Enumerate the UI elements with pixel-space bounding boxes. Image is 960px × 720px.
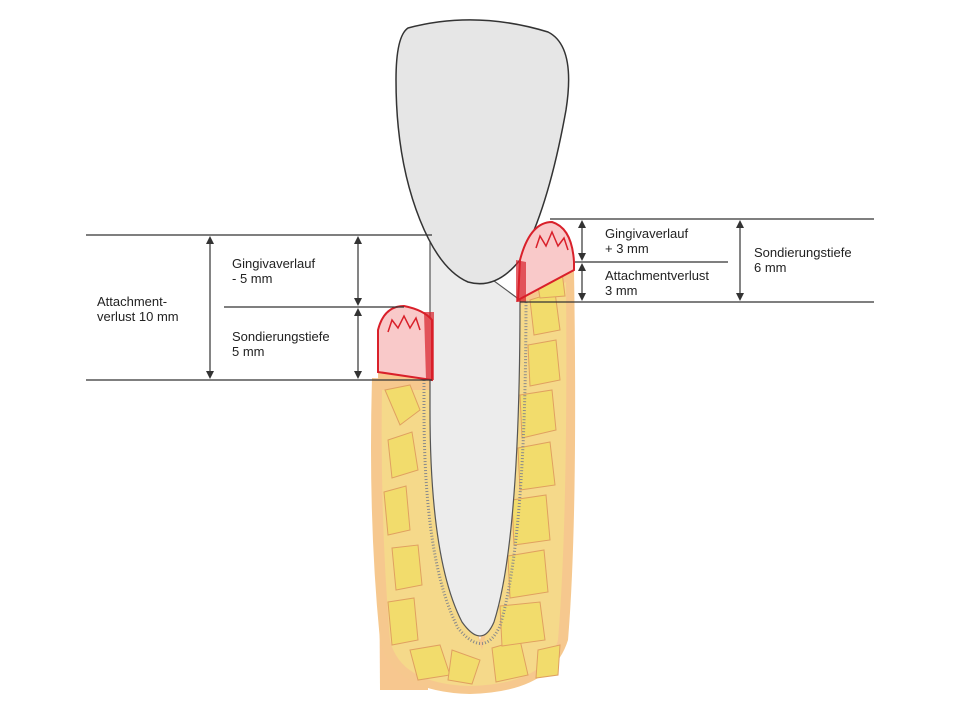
reference-lines [86, 218, 874, 381]
label-line: Gingivaverlauf [605, 226, 689, 241]
dimension-arrows [206, 220, 744, 379]
label-line: 5 mm [232, 344, 265, 359]
root [422, 232, 528, 645]
label-attachment-loss-right: Attachmentverlust 3 mm [605, 268, 709, 298]
gingiva-left [377, 304, 434, 382]
label-probing-depth-left: Sondierungstiefe 5 mm [232, 329, 330, 359]
label-line: 3 mm [605, 283, 638, 298]
label-attachment-loss-left: Attachment- verlust 10 mm [97, 294, 179, 324]
label-line: verlust 10 mm [97, 309, 179, 324]
label-line: 6 mm [754, 260, 787, 275]
label-gingiva-left: Gingivaverlauf - 5 mm [232, 256, 315, 286]
label-line: + 3 mm [605, 241, 649, 256]
label-line: Sondierungstiefe [754, 245, 852, 260]
label-line: Attachment- [97, 294, 168, 309]
label-probing-depth-right: Sondierungstiefe 6 mm [754, 245, 852, 275]
label-line: Sondierungstiefe [232, 329, 330, 344]
crown [395, 19, 570, 285]
gingiva-right [516, 220, 575, 302]
label-line: Gingivaverlauf [232, 256, 316, 271]
label-gingiva-right: Gingivaverlauf + 3 mm [605, 226, 688, 256]
label-line: Attachmentverlust [605, 268, 710, 283]
label-line: - 5 mm [232, 271, 273, 286]
